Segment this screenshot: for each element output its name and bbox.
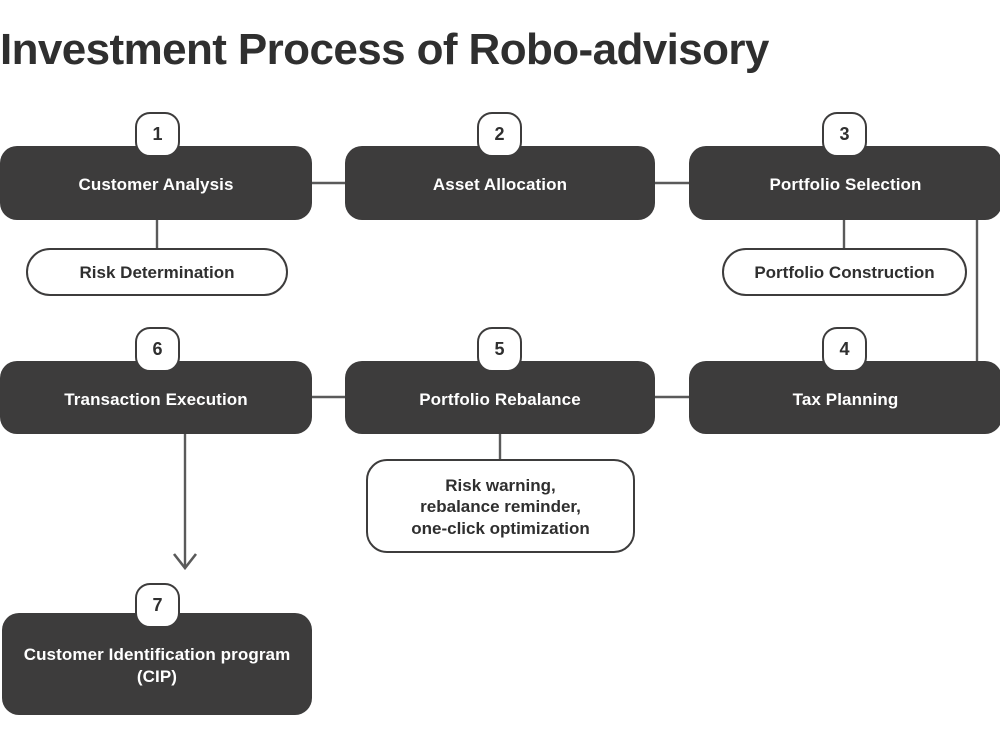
step-badge-5: 5 [477, 327, 522, 372]
step-number-7: 7 [152, 595, 163, 615]
step-number-2: 2 [494, 124, 505, 144]
step-number-3: 3 [839, 124, 850, 144]
sub-box-portfolio-construction[interactable]: Portfolio Construction [722, 248, 967, 296]
step-box-1[interactable]: Customer Analysis [0, 146, 312, 220]
step-badge-1: 1 [135, 112, 180, 157]
step-badge-6: 6 [135, 327, 180, 372]
sub-label-risk-warning-line-1: Risk warning, [445, 475, 556, 495]
step-label-5: Portfolio Rebalance [419, 389, 581, 409]
step-label-4: Tax Planning [792, 389, 899, 409]
step-box-7[interactable]: Customer Identification program (CIP) [2, 613, 312, 715]
sub-box-risk-warning[interactable]: Risk warning, rebalance reminder, one-cl… [366, 459, 635, 553]
step-number-4: 4 [839, 339, 850, 359]
step-badge-3: 3 [822, 112, 867, 157]
step-number-5: 5 [494, 339, 505, 359]
sub-box-risk-determination[interactable]: Risk Determination [26, 248, 288, 296]
arrowhead-6-to-7 [172, 553, 198, 571]
step-label-6: Transaction Execution [64, 389, 248, 409]
step-label-1: Customer Analysis [78, 175, 234, 195]
sub-label-portfolio-construction: Portfolio Construction [754, 263, 935, 283]
step-label-2: Asset Allocation [432, 175, 568, 195]
step-badge-2: 2 [477, 112, 522, 157]
step-number-6: 6 [152, 339, 163, 359]
step-box-2[interactable]: Asset Allocation [345, 146, 655, 220]
step-box-4[interactable]: Tax Planning [689, 361, 1000, 434]
step-label-3: Portfolio Selection [769, 175, 922, 195]
page-title: Investment Process of Robo-advisory [0, 25, 769, 74]
step-number-1: 1 [152, 124, 163, 144]
sub-label-risk-warning-line-2: rebalance reminder, [420, 497, 581, 517]
sub-label-risk-warning-line-3: one-click optimization [411, 518, 590, 538]
step-badge-7: 7 [135, 583, 180, 628]
step-box-3[interactable]: Portfolio Selection [689, 146, 1000, 220]
step-box-5[interactable]: Portfolio Rebalance [345, 361, 655, 434]
sub-label-risk-warning: Risk warning, rebalance reminder, one-cl… [411, 475, 590, 539]
step-label-7: Customer Identification program (CIP) [23, 645, 291, 686]
sub-label-risk-determination: Risk Determination [79, 263, 235, 283]
step-box-6[interactable]: Transaction Execution [0, 361, 312, 434]
step-badge-4: 4 [822, 327, 867, 372]
